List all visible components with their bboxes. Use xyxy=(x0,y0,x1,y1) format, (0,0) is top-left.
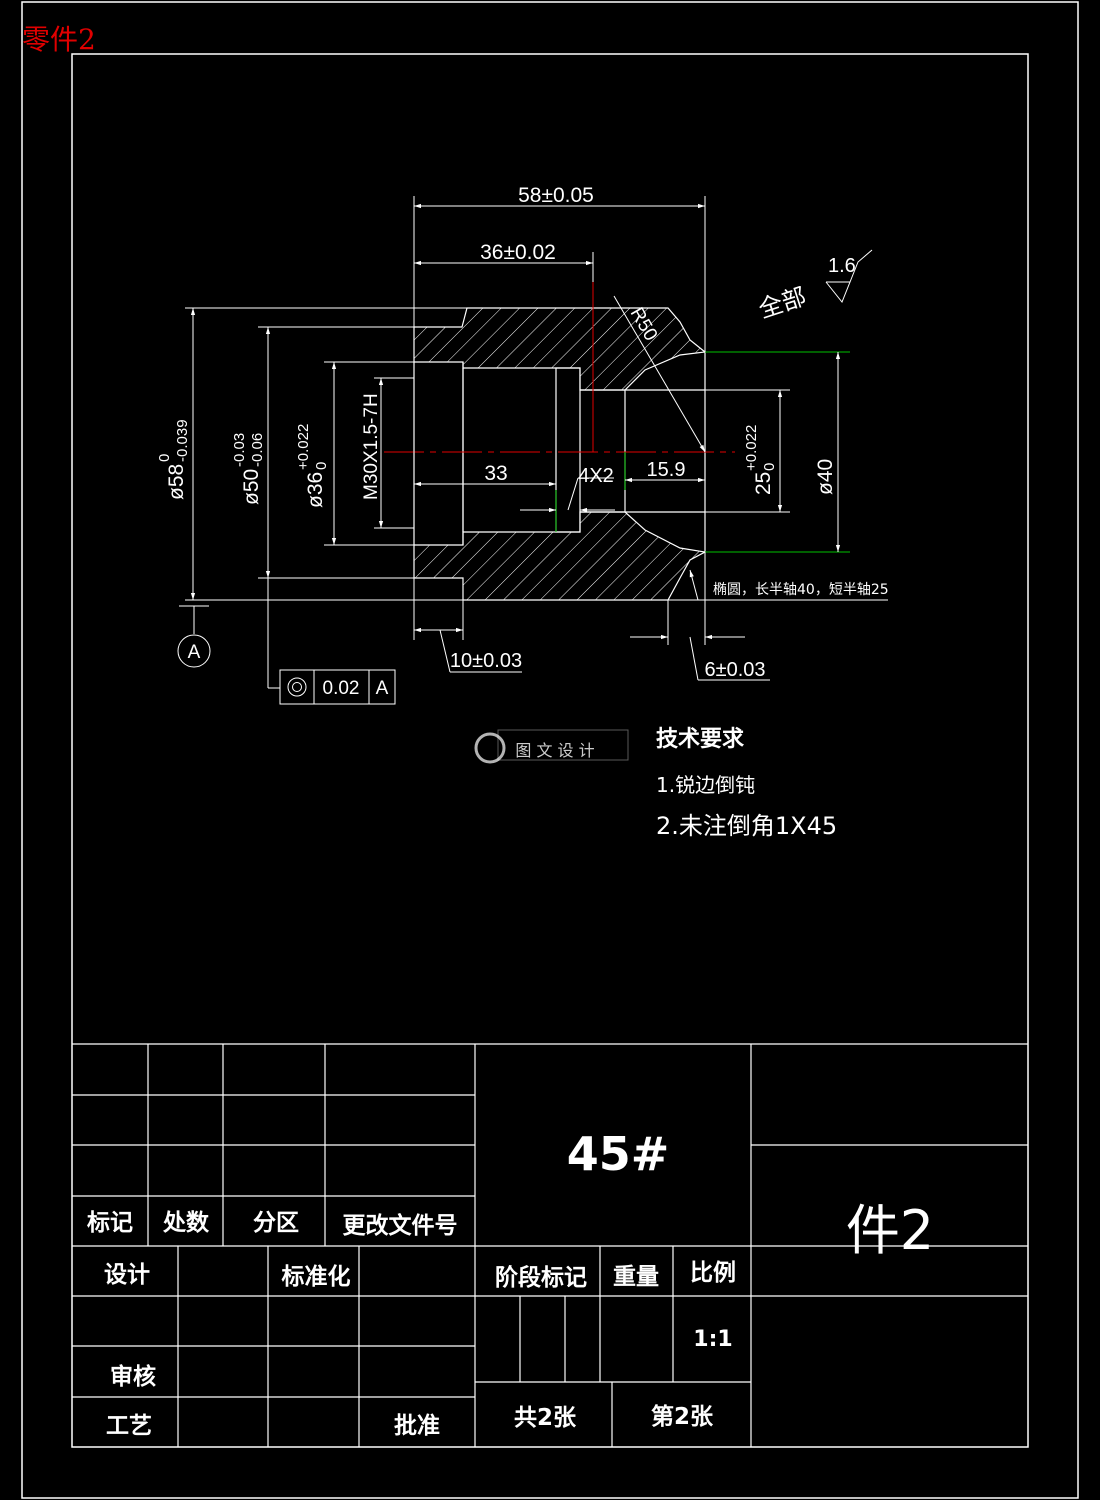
dim-chamfer: 4X2 xyxy=(578,465,614,487)
dim-dia40: ø40 xyxy=(814,459,837,495)
tb-sheet-no: 第2张 xyxy=(651,1403,714,1430)
dim-6: 6±0.03 xyxy=(704,659,765,681)
svg-text:0: 0 xyxy=(761,463,778,471)
svg-text:-0.03: -0.03 xyxy=(231,433,248,467)
svg-text:25: 25 xyxy=(752,472,775,495)
tb-scale: 比例 xyxy=(690,1260,736,1286)
datum-label: A xyxy=(188,642,201,663)
dim-thread: M30X1.5-7H xyxy=(361,393,382,500)
tb-count: 处数 xyxy=(162,1210,210,1236)
dim-36: 36±0.02 xyxy=(480,241,556,264)
tb-sheets-total: 共2张 xyxy=(514,1405,577,1431)
coaxiality-datum: A xyxy=(376,678,389,699)
svg-text:-0.06: -0.06 xyxy=(249,433,266,467)
title-block xyxy=(72,1043,1028,1447)
hatch-lower xyxy=(413,511,707,601)
inner-frame xyxy=(71,53,1029,1448)
svg-text:0: 0 xyxy=(313,462,330,470)
tb-part-name: 件2 xyxy=(846,1199,934,1262)
tech-line-1: 1.锐边倒钝 xyxy=(656,773,755,797)
tb-design: 设计 xyxy=(104,1262,150,1288)
watermark: 图 文 设 计 xyxy=(474,729,629,764)
tb-stage: 阶段标记 xyxy=(495,1264,587,1291)
tb-weight: 重量 xyxy=(613,1264,659,1290)
tb-approve: 批准 xyxy=(394,1413,440,1439)
dim-15-9: 15.9 xyxy=(647,459,686,481)
tb-standard: 标准化 xyxy=(282,1263,351,1290)
svg-text:ø50: ø50 xyxy=(240,469,263,505)
ellipse-note: 椭圆，长半轴40，短半轴25 xyxy=(713,582,889,598)
svg-text:+0.022: +0.022 xyxy=(743,425,760,471)
tb-zone: 分区 xyxy=(253,1210,299,1236)
surface-roughness-scope: 全部 xyxy=(755,282,809,323)
surface-roughness-value: 1.6 xyxy=(828,255,856,277)
tb-mark: 标记 xyxy=(87,1210,133,1236)
tb-material: 45# xyxy=(567,1127,670,1181)
svg-text:-0.039: -0.039 xyxy=(174,419,191,462)
dim-dia25: 25 +0.022 0 xyxy=(743,425,778,495)
coaxiality-value: 0.02 xyxy=(323,678,360,699)
tb-review: 审核 xyxy=(110,1363,156,1390)
outer-frame xyxy=(21,1,1079,1499)
dimensions xyxy=(177,196,888,705)
svg-text:图 文 设 计: 图 文 设 计 xyxy=(515,741,594,760)
page-label: 零件2 xyxy=(22,23,96,56)
dim-dia58: ø58 0 -0.039 xyxy=(156,419,191,500)
dim-dia50: ø50 -0.03 -0.06 xyxy=(231,433,266,505)
tech-line-2: 2.未注倒角1X45 xyxy=(656,812,837,840)
svg-text:ø36: ø36 xyxy=(304,472,327,508)
svg-text:0: 0 xyxy=(156,454,173,462)
tb-change-doc: 更改文件号 xyxy=(343,1212,458,1239)
dim-10: 10±0.03 xyxy=(450,650,522,672)
dim-dia36: ø36 +0.022 0 xyxy=(295,424,330,508)
tech-title: 技术要求 xyxy=(656,727,744,752)
svg-text:ø58: ø58 xyxy=(165,464,188,500)
dim-58: 58±0.05 xyxy=(518,184,594,207)
dim-33: 33 xyxy=(484,462,507,485)
tb-scale-value: 1:1 xyxy=(693,1327,732,1352)
svg-text:+0.022: +0.022 xyxy=(295,424,312,470)
tb-process: 工艺 xyxy=(106,1413,152,1439)
